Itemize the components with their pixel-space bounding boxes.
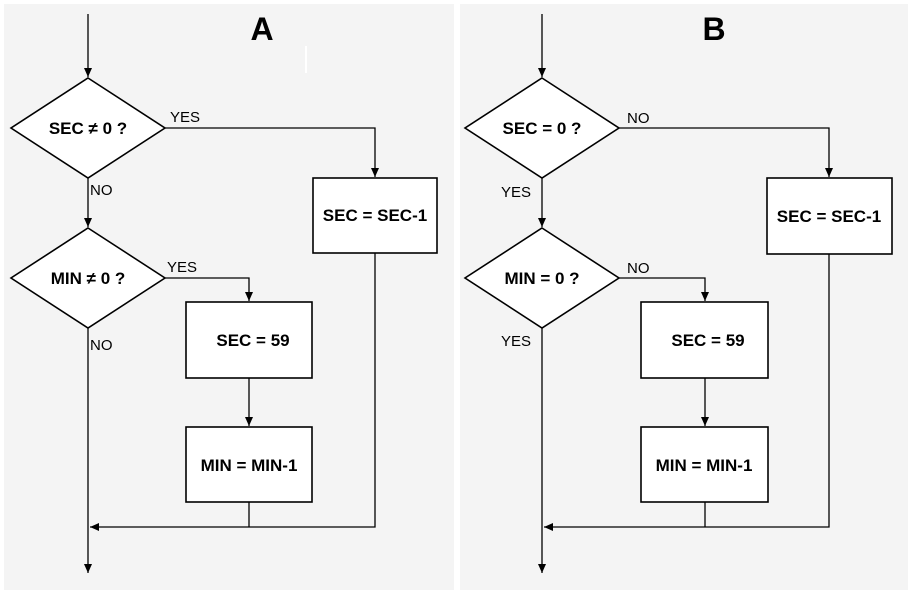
decision-min-not-zero-label: MIN ≠ 0 ? bbox=[51, 269, 126, 288]
box-min-decrement bbox=[640, 426, 769, 503]
decision-sec-zero-label: SEC = 0 ? bbox=[503, 119, 582, 138]
box-min-decrement-label: MIN = MIN-1 bbox=[656, 456, 753, 475]
box-sec-decrement-label: SEC = SEC-1 bbox=[323, 206, 427, 225]
edge-d1-no bbox=[619, 127, 833, 177]
box-sec-59-label: SEC = 59 bbox=[671, 331, 744, 350]
box-min-decrement bbox=[185, 426, 313, 503]
edge-d2-yes bbox=[165, 277, 253, 301]
panel-b: B SEC = 0 ? NO SEC = SEC-1 YES MIN = 0 ?… bbox=[460, 4, 908, 590]
box-sec-59 bbox=[640, 301, 769, 379]
decision-min-zero-label: MIN = 0 ? bbox=[504, 269, 579, 288]
edge-secdec-merge bbox=[251, 253, 376, 528]
edge-d1-no-label: NO bbox=[627, 110, 650, 127]
edge-d1-no-label: NO bbox=[90, 182, 113, 199]
panel-a: A SEC ≠ 0 ? YES SEC = SEC-1 NO MIN ≠ 0 ?… bbox=[4, 4, 454, 590]
edge-d2-yes-label: YES bbox=[501, 333, 531, 350]
decision-sec-not-zero-label: SEC ≠ 0 ? bbox=[49, 119, 127, 138]
box-sec-decrement bbox=[312, 177, 438, 254]
box-sec-decrement-label: SEC = SEC-1 bbox=[777, 207, 881, 226]
panel-b-title: B bbox=[702, 11, 725, 47]
box-min-decrement-label: MIN = MIN-1 bbox=[201, 456, 298, 475]
box-sec-decrement bbox=[766, 177, 893, 255]
edge-d2-no-label: NO bbox=[90, 337, 113, 354]
edge-d2-no-label: NO bbox=[627, 260, 650, 277]
panel-a-title: A bbox=[250, 11, 273, 47]
edge-secdec-merge bbox=[707, 254, 830, 528]
edge-d2-no bbox=[619, 277, 709, 301]
edge-d1-yes bbox=[165, 127, 379, 177]
edge-d1-yes-label: YES bbox=[170, 109, 200, 126]
box-sec-59-label: SEC = 59 bbox=[216, 331, 289, 350]
edge-d2-yes-label: YES bbox=[167, 259, 197, 276]
edge-d1-yes-label: YES bbox=[501, 184, 531, 201]
